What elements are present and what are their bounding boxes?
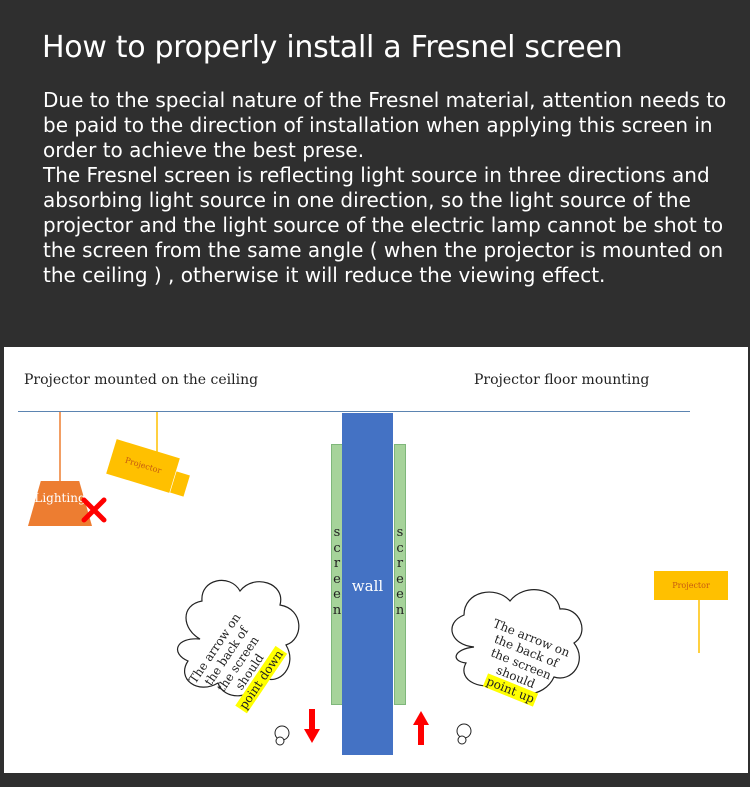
header: How to properly install a Fresnel screen…: [0, 0, 750, 346]
floor-mount-label: Projector floor mounting: [474, 372, 650, 388]
screen-label-left: screen: [332, 525, 342, 618]
ceiling-mount-label: Projector mounted on the ceiling: [24, 372, 259, 388]
screen-label-right: screen: [395, 525, 405, 618]
wall-label: wall: [351, 577, 384, 595]
page-title: How to properly install a Fresnel screen: [42, 30, 623, 65]
bottom-bar: [0, 773, 750, 787]
lamp-label: Lighting: [34, 491, 86, 505]
installation-diagram: Projector mounted on the ceiling Project…: [4, 347, 748, 773]
explanation-paragraph: The Fresnel screen is reflecting light s…: [43, 163, 724, 287]
cross-icon: [81, 497, 107, 523]
intro-paragraph: Due to the special nature of the Fresnel…: [43, 88, 727, 162]
wall: [342, 413, 393, 755]
thought-cloud-icon: [451, 589, 583, 745]
ceiling-line: [18, 411, 690, 412]
arrow-down-icon: [304, 709, 320, 743]
arrow-up-icon: [413, 711, 429, 745]
projector-lens-right: [654, 579, 670, 599]
screen-strip-right: [394, 444, 406, 705]
